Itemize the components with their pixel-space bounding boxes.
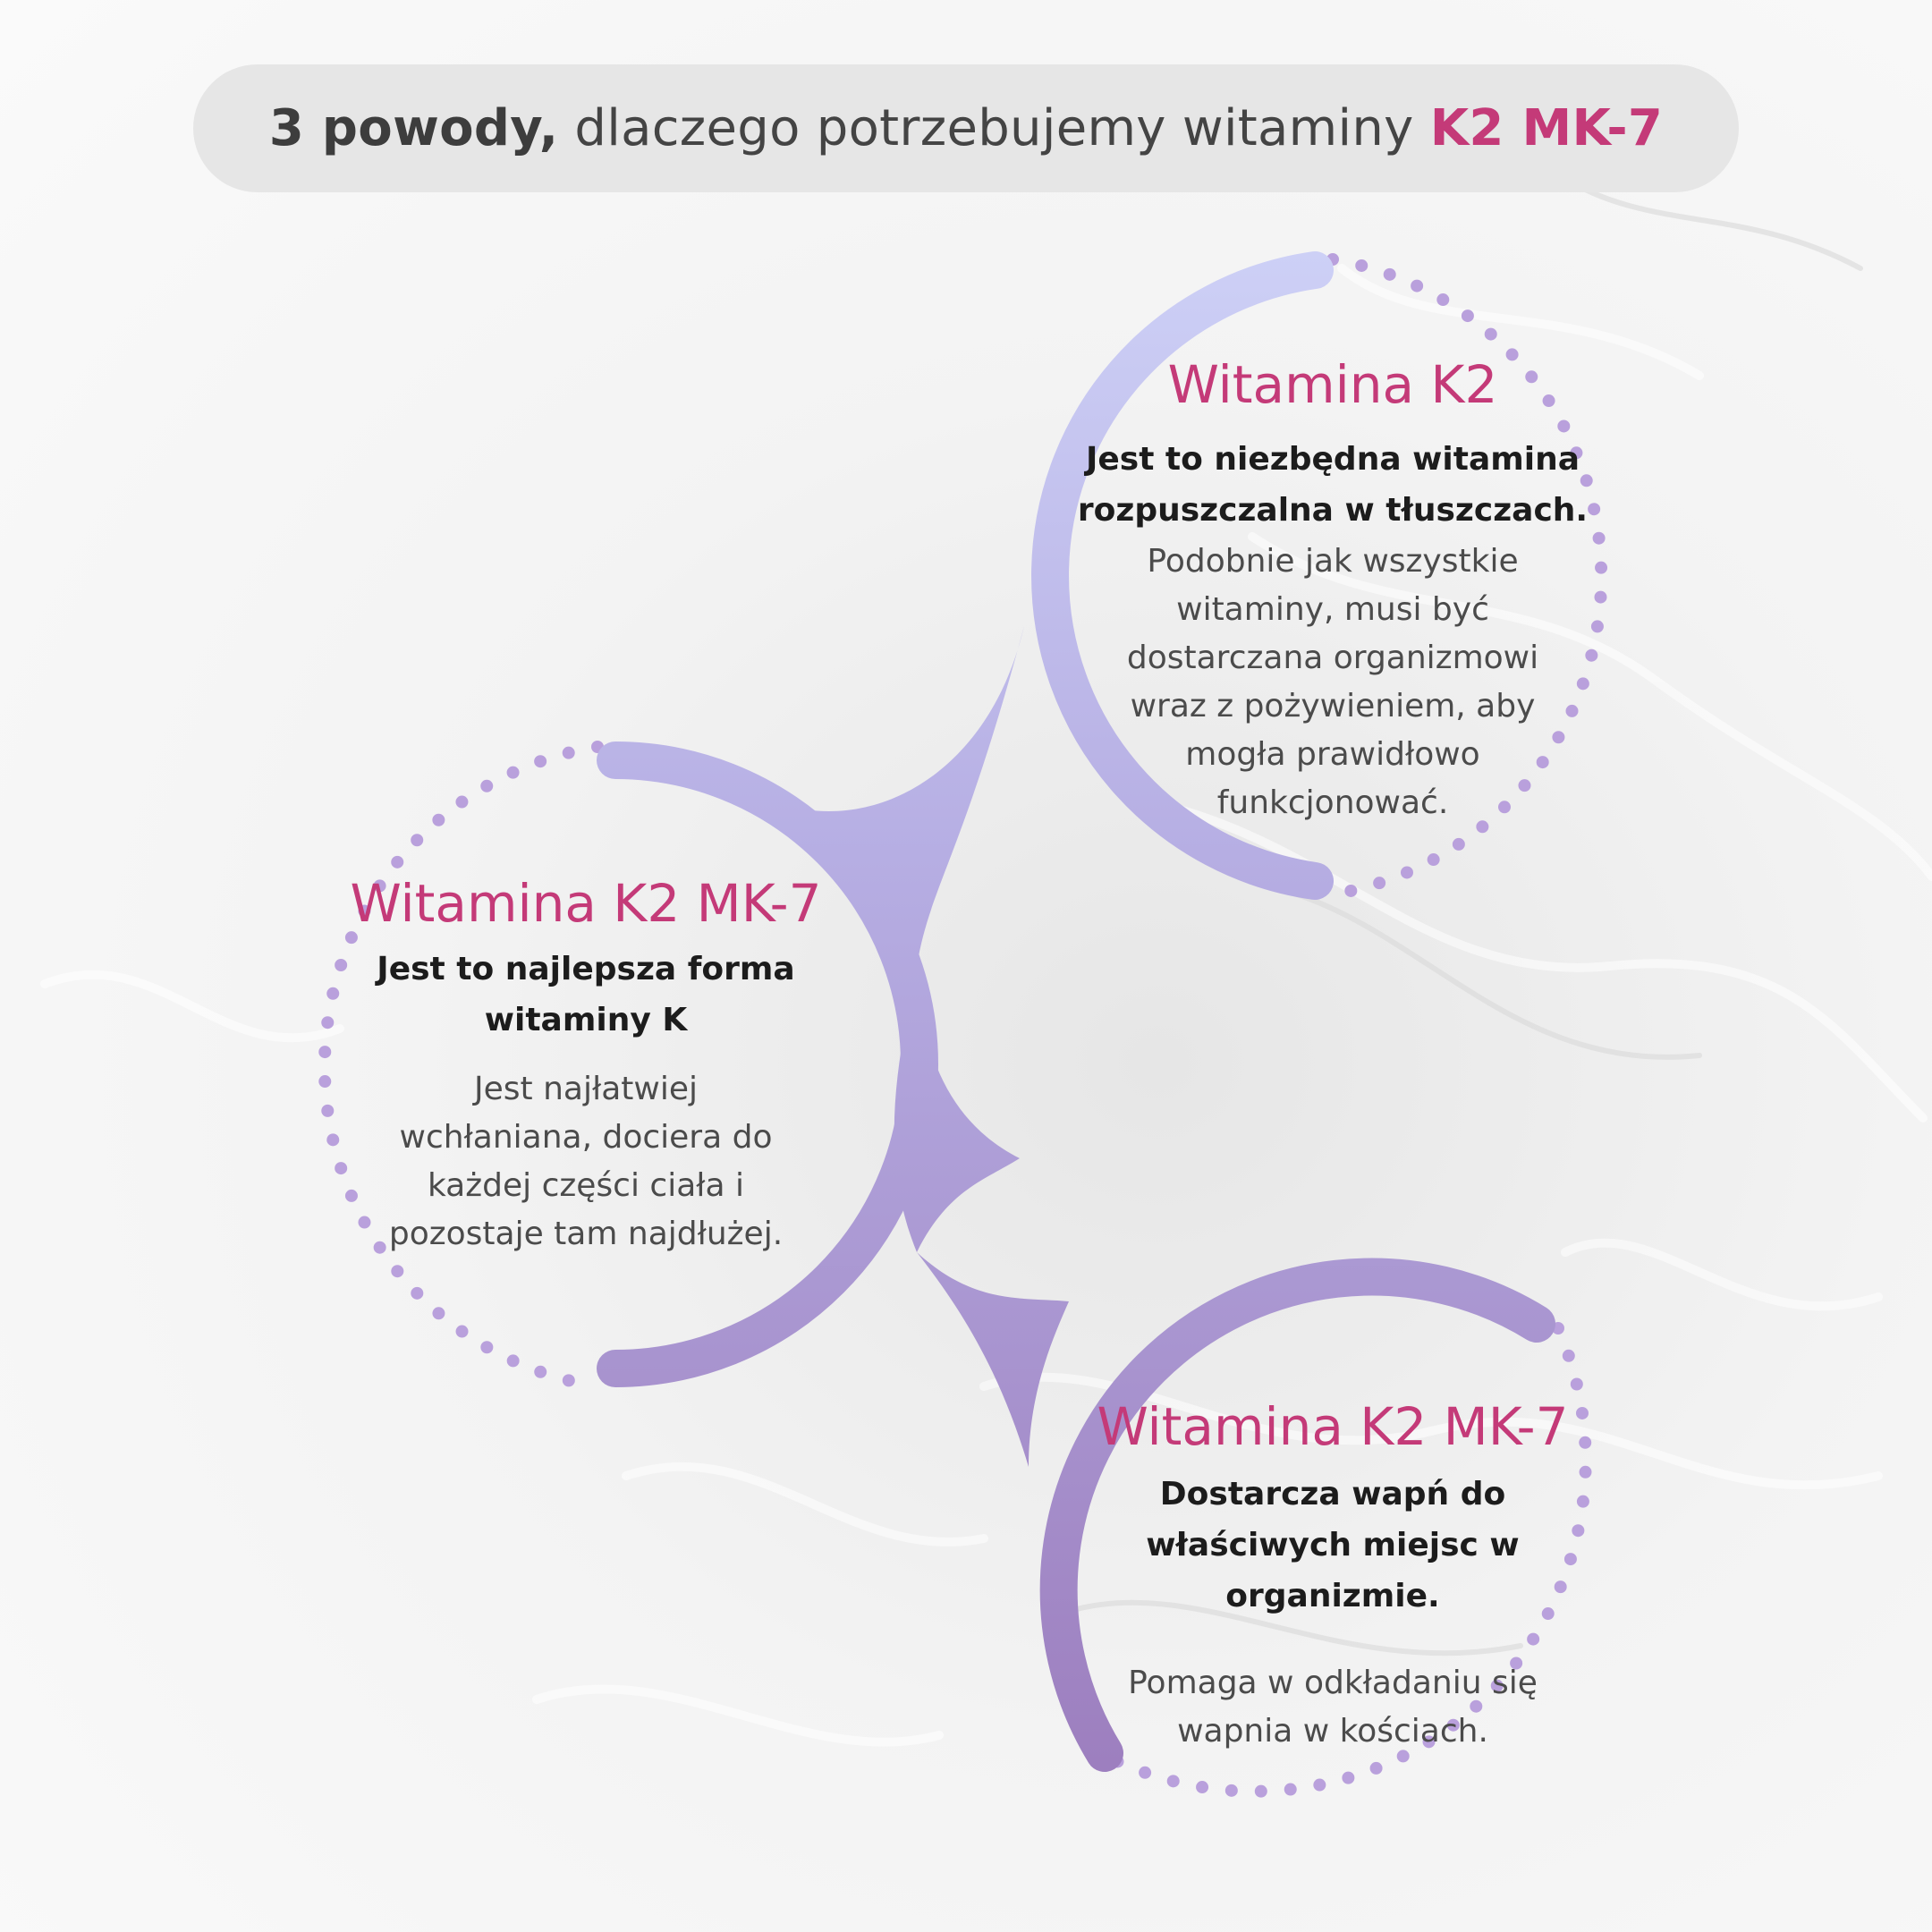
card-vitamin-k2-mk7-left: Witamina K2 MK-7 Jest to najlepsza forma… [318, 872, 854, 1258]
card-heading: Witamina K2 [1167, 354, 1498, 415]
dotted-ring-left [318, 741, 604, 1393]
title-bold: 3 powody, [268, 99, 559, 157]
card-lead: Dostarcza wapń do właściwych miejsc w or… [1146, 1476, 1520, 1614]
title-banner: 3 powody, dlaczego potrzebujemy witaminy… [193, 64, 1739, 192]
card-body: Pomaga w odkładaniu się wapnia w kościac… [1128, 1665, 1538, 1750]
card-heading: Witamina K2 MK-7 [1097, 1396, 1569, 1457]
title-accent: K2 MK-7 [1429, 99, 1664, 157]
dotted-ring-top [1326, 253, 1608, 901]
card-body: Podobnie jak wszystkie witaminy, musi by… [1126, 543, 1539, 821]
card-heading: Witamina K2 MK-7 [350, 873, 822, 934]
arc-connectors [805, 626, 1069, 1467]
card-lead: Jest to niezbędna witamina rozpuszczalna… [1077, 441, 1589, 529]
dotted-ring-bottom [1103, 1322, 1592, 1798]
card-vitamin-k2-mk7-bottom: Witamina K2 MK-7 Dostarcza wapń do właśc… [1064, 1395, 1601, 1756]
card-lead: Jest to najlepsza forma witaminy K [377, 951, 795, 1038]
card-vitamin-k2: Witamina K2 Jest to niezbędna witamina r… [1055, 353, 1610, 827]
title-regular: dlaczego potrzebujemy witaminy [558, 99, 1430, 157]
card-body: Jest najłatwiej wchłaniana, dociera do k… [388, 1071, 784, 1252]
